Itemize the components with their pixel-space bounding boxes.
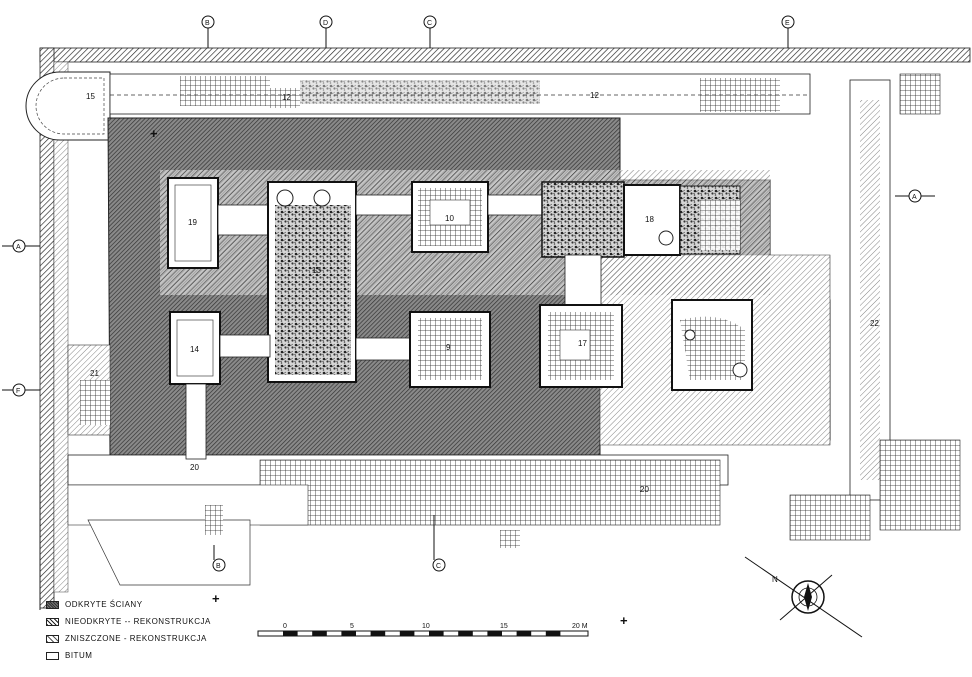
legend-item-bitumen: BITUM [46,647,211,664]
outer-enclosure-wall [39,47,971,610]
scale-tick-5: 5 [350,623,354,630]
scale-segment [487,631,502,636]
scale-bar: 0 5 10 15 20 M [257,623,589,637]
room-14 [169,311,271,385]
section-marker-bottom-c: C [432,515,446,572]
compass-rose: N [744,556,863,638]
legend-label-destroyed: ZNISZCZONE - REKONSTRUKCJA [65,634,207,643]
section-marker-right-a: A [895,189,935,203]
section-marker-bottom-b: B [212,545,226,572]
section-marker-left-f: F [2,383,40,397]
scale-tick-10: 10 [422,623,430,630]
room-rubble-center [487,181,625,258]
legend-item-exposed: ODKRYTE ŚCIANY [46,596,211,613]
room-label-21: 21 [90,369,99,378]
section-label-left-a: A [16,244,21,251]
legend-swatch-unexposed [46,617,59,626]
room-center-south [539,254,623,388]
room-label-17: 17 [578,339,587,348]
scale-segment [283,631,298,636]
legend-swatch-exposed [46,600,59,609]
scale-segment [312,631,327,636]
room-label-13: 13 [312,266,321,275]
scale-segment [545,631,561,636]
section-label-top-c: C [427,20,432,27]
section-marker-top-b: B [201,15,215,48]
room-label-12b: 12 [590,91,599,100]
plus-mark-legend: + [212,591,220,606]
room-label-15: 15 [86,92,95,101]
legend-label-exposed: ODKRYTE ŚCIANY [65,600,143,609]
legend-label-unexposed: NIEODKRYTE -- REKONSTRUKCJA [65,617,211,626]
legend-label-bitumen: BITUM [65,651,93,660]
scale-segment [516,631,532,636]
section-marker-top-e: E [781,15,795,48]
scale-tick-15: 15 [500,623,508,630]
room-label-12a: 12 [282,93,291,102]
section-label-bottom-b: B [216,563,221,570]
compass-north-label: N [772,575,778,584]
room-label-19: 19 [188,218,197,227]
room-label-20b: 20 [640,485,649,494]
room-19 [167,177,274,269]
section-marker-left-a: A [2,239,40,253]
corridor-20 [67,454,729,586]
section-label-top-e: E [785,20,790,27]
scale-segment [399,631,415,636]
scale-segment [458,631,473,636]
scale-segment [429,631,444,636]
section-markers: B D C E A F A [2,15,935,572]
legend: ODKRYTE ŚCIANY NIEODKRYTE -- REKONSTRUKC… [46,596,211,664]
room-label-18: 18 [645,215,654,224]
legend-item-destroyed: ZNISZCZONE - REKONSTRUKCJA [46,630,211,647]
section-marker-top-c: C [423,15,437,48]
room-label-22: 22 [870,319,879,328]
scale-tick-20: 20 M [572,623,588,630]
bitumen-strip [185,383,207,460]
section-label-right-a: A [912,194,917,201]
room-18 [623,184,741,256]
scale-tick-0: 0 [283,623,287,630]
section-label-top-b: B [205,20,210,27]
corridor-12 [109,73,811,115]
room-labels: 15 12 12 19 13 10 9 18 14 17 21 22 20 20 [86,91,879,494]
room-label-10: 10 [445,214,454,223]
connector-13-17 [355,194,413,361]
legend-item-unexposed: NIEODKRYTE -- REKONSTRUKCJA [46,613,211,630]
legend-swatch-bitumen [46,651,59,660]
room-15-apse [25,71,111,141]
right-periphery [789,73,961,541]
section-label-bottom-c: C [436,563,441,570]
room-east-south [671,299,753,391]
scale-segment [370,631,386,636]
room-9 [409,311,491,388]
section-marker-top-d: D [319,15,333,48]
room-13 [267,181,357,383]
plus-mark-scale: + [620,613,628,628]
room-21-area [67,344,111,436]
section-label-top-d: D [323,20,328,27]
scale-segment [341,631,356,636]
room-10 [411,181,489,253]
main-platform [107,117,831,456]
room-label-9: 9 [446,343,451,352]
section-label-left-f: F [16,388,20,395]
legend-swatch-destroyed [46,634,59,643]
room-label-20a: 20 [190,463,199,472]
room-label-14: 14 [190,345,199,354]
plus-mark-top: + [150,126,158,141]
